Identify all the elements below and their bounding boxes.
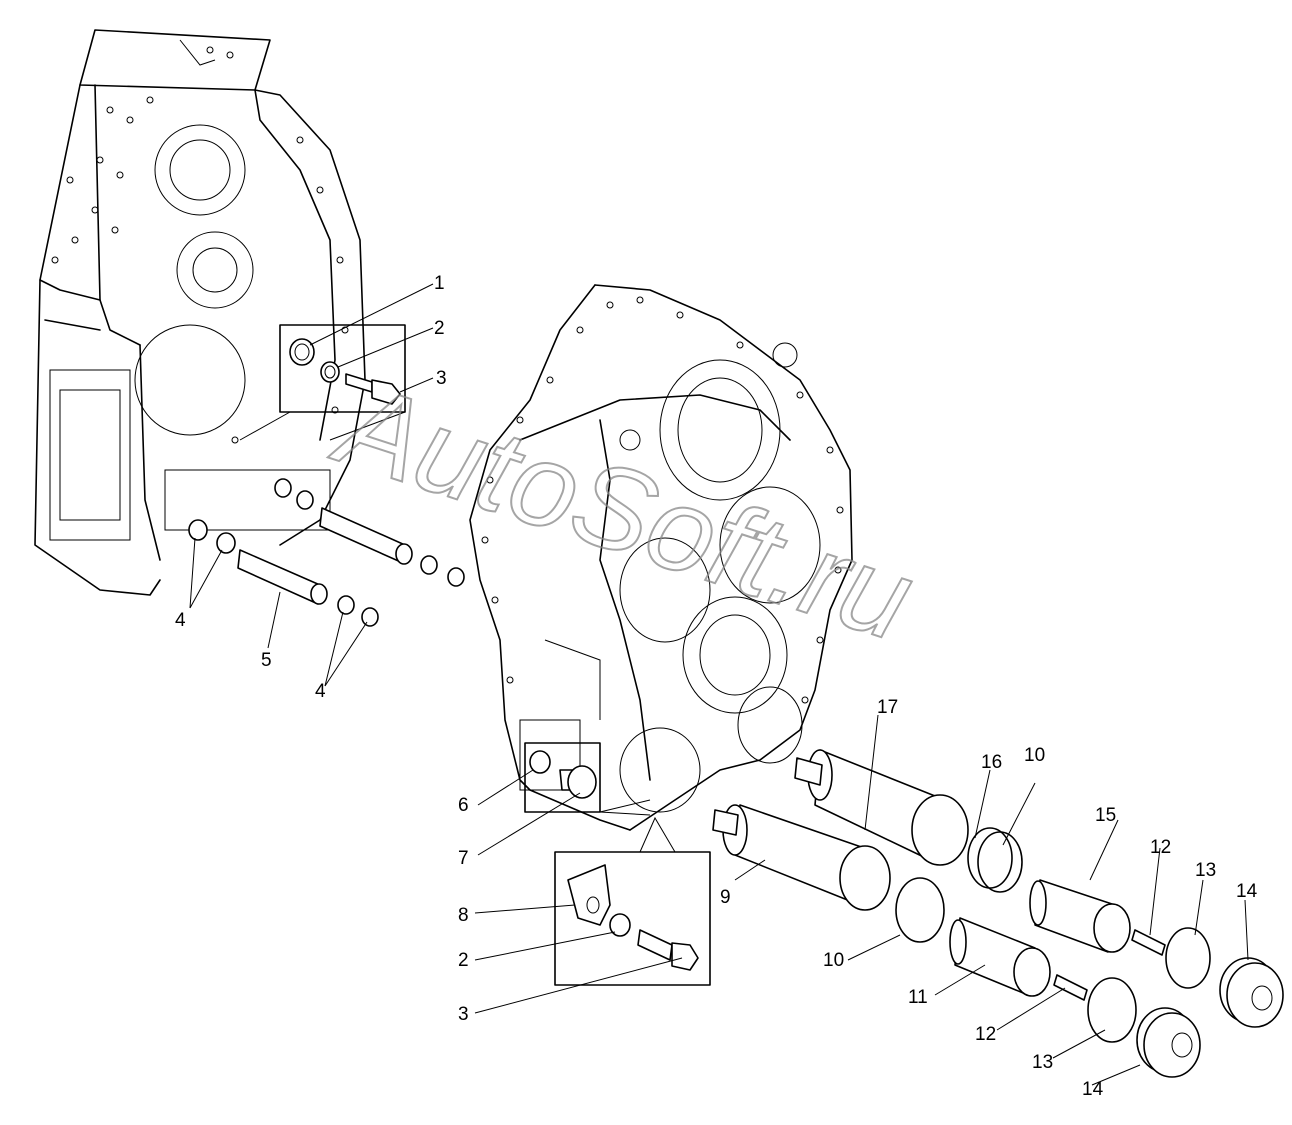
callout-11: 11 <box>908 987 928 1008</box>
callout-6: 6 <box>458 795 469 816</box>
caps-14 <box>1136 957 1284 1078</box>
callout-5: 5 <box>261 650 272 671</box>
inset-box-bracket <box>554 816 711 986</box>
callout-8: 8 <box>458 905 469 926</box>
callout-16: 16 <box>981 752 1002 773</box>
watermark: AutoSoft.ru <box>320 356 928 666</box>
watermark-group: AutoSoft.ru <box>319 355 929 667</box>
callout-3: 3 <box>458 1004 469 1025</box>
callout-1: 1 <box>434 273 445 294</box>
callout-17: 17 <box>877 697 898 718</box>
right-housing <box>469 284 853 831</box>
callout-13: 13 <box>1195 860 1216 881</box>
springs-12 <box>1053 929 1166 1001</box>
inset-box-plug <box>524 742 651 816</box>
piston-17 <box>794 749 969 866</box>
callout-10: 10 <box>823 950 844 971</box>
callout-12: 12 <box>975 1024 996 1045</box>
filter-15 <box>1029 879 1131 953</box>
leader-lines <box>189 283 1249 1086</box>
callout-9: 9 <box>720 887 731 908</box>
filter-11 <box>949 917 1051 997</box>
inset-box-top <box>239 324 406 441</box>
callout-2: 2 <box>458 950 469 971</box>
callout-2: 2 <box>434 318 445 339</box>
callout-labels: 1 2 3 4 5 4 6 7 8 2 3 9 10 17 16 10 15 1… <box>175 273 1258 1100</box>
callout-14: 14 <box>1082 1079 1104 1100</box>
callout-13: 13 <box>1032 1052 1053 1073</box>
callout-3: 3 <box>436 368 447 389</box>
callout-4: 4 <box>175 610 186 631</box>
callout-7: 7 <box>458 848 469 869</box>
piston-9 <box>712 804 891 911</box>
callout-10: 10 <box>1024 745 1045 766</box>
left-housing <box>34 29 366 596</box>
callout-14: 14 <box>1236 881 1258 902</box>
callout-4: 4 <box>315 681 326 702</box>
seal-rings-right <box>895 827 1211 1043</box>
tubes-and-rings-left <box>188 478 465 627</box>
callout-12: 12 <box>1150 837 1171 858</box>
callout-15: 15 <box>1095 805 1116 826</box>
